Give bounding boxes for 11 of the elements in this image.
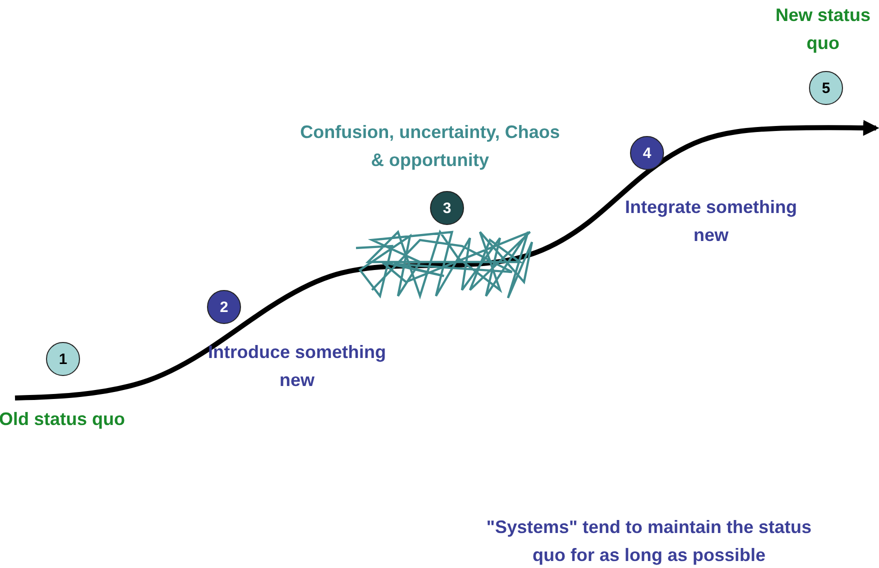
- step-number-circle: 1: [46, 342, 80, 376]
- step-number-circle: 5: [809, 71, 843, 105]
- note-text: "Systems" tend to maintain the status quo for as long as possible: [485, 516, 813, 567]
- step-number-circle: 2: [207, 290, 241, 324]
- step-caption: Confusion, uncertainty, Chaos & opportunity: [300, 121, 560, 172]
- step-caption: Integrate something new: [624, 196, 798, 247]
- step-caption: New status quo: [774, 4, 872, 55]
- step-caption: Old status quo: [0, 408, 126, 431]
- step-caption: Introduce something new: [207, 341, 387, 392]
- step-number-circle: 4: [630, 136, 664, 170]
- step-number-circle: 3: [430, 191, 464, 225]
